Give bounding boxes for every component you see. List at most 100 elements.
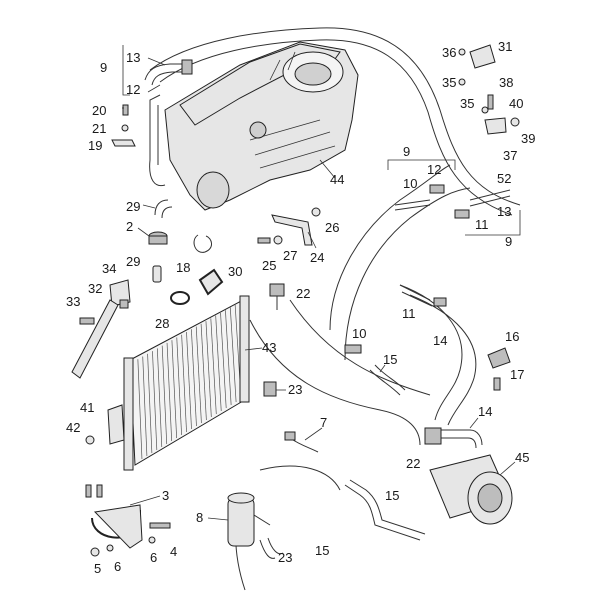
- condenser-left-tank: [123, 357, 134, 471]
- drier-bracket-3: [85, 484, 171, 557]
- part-label-12a: 12: [126, 82, 140, 97]
- part-label-8: 8: [196, 510, 203, 525]
- lead-8: [207, 517, 229, 521]
- bracket-37: [484, 117, 507, 135]
- line-15-mid-body: [369, 364, 406, 396]
- bolt-38: [487, 94, 494, 110]
- washer-6b: [148, 536, 156, 544]
- part-label-45: 45: [515, 450, 529, 465]
- fitting-22-lower: [424, 427, 442, 445]
- compressor-pulley-inner: [477, 483, 503, 513]
- sensor-port: [249, 121, 267, 139]
- part-label-9c: 9: [505, 234, 512, 249]
- part-label-38: 38: [499, 75, 513, 90]
- washer-21: [121, 124, 129, 132]
- part-label-12b: 12: [427, 162, 441, 177]
- part-label-40: 40: [509, 96, 523, 111]
- condenser-fin: [142, 356, 148, 457]
- part-label-24: 24: [310, 250, 324, 265]
- part-label-25: 25: [262, 258, 276, 273]
- part-label-13b: 13: [497, 204, 511, 219]
- receiver-drier-bar: [71, 299, 119, 379]
- condenser-fin: [200, 323, 207, 421]
- fitting-22-body: [269, 283, 285, 297]
- compressor-45: [429, 454, 513, 525]
- part-label-9a: 9: [100, 60, 107, 75]
- part-label-32: 32: [88, 281, 102, 296]
- part-label-5: 5: [94, 561, 101, 576]
- hose-11b: [399, 284, 433, 307]
- bolt-20: [122, 104, 129, 116]
- part-label-22b: 22: [406, 456, 420, 471]
- drier-band-inner: [93, 504, 143, 549]
- part-label-6b: 6: [150, 550, 157, 565]
- nut-35a: [458, 78, 466, 86]
- refrigerant-lines: [149, 27, 521, 591]
- part-label-11b: 11: [402, 306, 416, 321]
- part-label-35a: 35: [442, 75, 456, 90]
- bracket-16: [487, 347, 511, 369]
- leader-lines: [122, 45, 521, 521]
- drain-hose-29: [154, 199, 173, 219]
- condenser-fin: [220, 312, 227, 409]
- bracket-34-group: [71, 279, 131, 379]
- washer-27: [273, 235, 283, 245]
- sensor-7-body: [284, 431, 296, 441]
- condenser-fin: [152, 351, 158, 451]
- outlet-duct: [196, 171, 230, 209]
- bolt-3b: [96, 484, 103, 498]
- nut-5: [90, 547, 100, 557]
- lead-45: [499, 461, 516, 476]
- bracket-41: [107, 404, 125, 445]
- line-15-lower: [344, 479, 426, 541]
- fitting-11a: [454, 209, 470, 219]
- drier-top: [227, 492, 255, 504]
- suction-hose-inner: [159, 39, 513, 216]
- condenser-fin: [171, 340, 177, 439]
- line-15-mid: [369, 364, 406, 396]
- part-label-52: 52: [497, 171, 511, 186]
- hose-52: [469, 189, 511, 207]
- receiver-drier-8: [227, 492, 271, 547]
- part-label-44: 44: [330, 172, 344, 187]
- part-label-34: 34: [102, 261, 116, 276]
- hvac-housing: [149, 41, 359, 211]
- lead-14b: [469, 417, 479, 429]
- condenser-fin: [215, 315, 222, 412]
- drain-tube-29: [152, 265, 162, 283]
- condenser-fin: [205, 321, 212, 418]
- condenser-fin: [156, 348, 163, 448]
- part-label-10a: 10: [403, 176, 417, 191]
- part-label-39: 39: [521, 131, 535, 146]
- bracket-41-group: [85, 404, 125, 445]
- right-fittings: [344, 184, 511, 354]
- lead-12a: [147, 84, 161, 93]
- part-label-43: 43: [262, 340, 276, 355]
- part-label-17: 17: [510, 367, 524, 382]
- bracket-31-group: [458, 44, 520, 135]
- drain-parts: [148, 199, 173, 283]
- lead-3: [129, 495, 161, 506]
- hose-14-lower: [440, 429, 483, 449]
- condenser-fin: [181, 334, 187, 433]
- lead-7: [304, 427, 323, 441]
- fitting-23-mid: [263, 381, 277, 397]
- part-label-16: 16: [505, 329, 519, 344]
- part-label-41: 41: [80, 400, 94, 415]
- lead-9c: [465, 210, 521, 236]
- line-15-lower-body: [344, 479, 426, 541]
- bolt-3a: [85, 484, 92, 498]
- pressure-sensor-7: [284, 431, 319, 453]
- condenser-fins: [137, 304, 242, 460]
- part-label-15c: 15: [315, 543, 329, 558]
- part-label-28: 28: [155, 316, 169, 331]
- nut-35b: [481, 106, 489, 114]
- fitting-10b: [344, 344, 362, 354]
- condenser-fin: [176, 337, 182, 436]
- nut-40: [510, 117, 520, 127]
- bracket-24-group: [257, 207, 321, 246]
- hose-13-top: [144, 59, 193, 86]
- part-label-4: 4: [170, 544, 177, 559]
- part-label-31: 31: [498, 39, 512, 54]
